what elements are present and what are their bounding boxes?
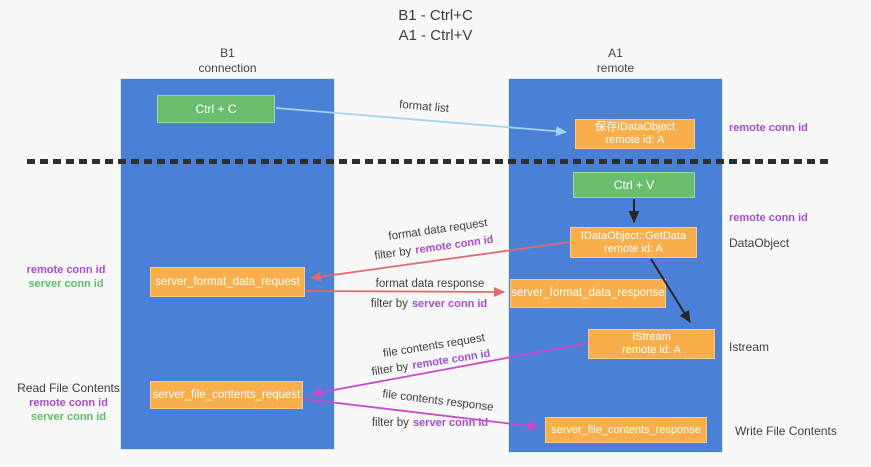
filter-by-text: filter by xyxy=(373,245,413,263)
format-list-label: format list xyxy=(398,98,450,116)
write-file-contents-label: Write File Contents xyxy=(735,424,837,438)
left-server-conn-id-bottom: server conn id xyxy=(30,411,107,423)
server-conn-id-key: server conn id xyxy=(412,417,489,429)
title-line-2: A1 - Ctrl+V xyxy=(398,27,473,44)
server-format-data-response-box: server_format_data_response xyxy=(510,279,666,308)
dataobject-label: DataObject xyxy=(729,236,790,250)
istream-box: IStream remote id: A xyxy=(588,329,715,359)
ctrl-v-label: Ctrl + V xyxy=(613,177,655,192)
lane-b1-subtitle: connection xyxy=(198,61,257,75)
left-conn-ids-mid: remote conn id server conn id xyxy=(18,263,114,291)
title-line-1: B1 - Ctrl+C xyxy=(398,7,473,24)
ctrl-c-label: Ctrl + C xyxy=(195,101,237,116)
lane-header-a1: A1 remote xyxy=(508,46,723,76)
clipboard-object-box: 保存IDataObject remote id: A xyxy=(575,119,695,149)
left-remote-conn-id-bottom: remote conn id xyxy=(29,397,108,409)
read-file-contents-label: Read File Contents xyxy=(17,381,120,395)
server-format-data-request-label: server_format_data_request xyxy=(155,275,300,288)
getdata-line1: IDataObject::GetData xyxy=(580,229,687,242)
lane-a1-title: A1 xyxy=(608,46,623,60)
right-remote-conn-id-mid: remote conn id xyxy=(729,212,808,224)
server-conn-id-key: server conn id xyxy=(411,298,488,310)
lane-header-b1: B1 connection xyxy=(120,46,335,76)
lane-b1-title: B1 xyxy=(220,46,235,60)
filter-by-text: filter by xyxy=(370,298,408,310)
filter-by-text: filter by xyxy=(370,360,410,379)
left-file-contents-group: Read File Contents remote conn id server… xyxy=(16,381,121,424)
arrow-format-data-response xyxy=(305,286,505,297)
server-file-contents-response-box: server_file_contents_response xyxy=(545,417,707,443)
getdata-box: IDataObject::GetData remote id: A xyxy=(570,227,697,258)
getdata-line2: remote id: A xyxy=(604,242,663,255)
lane-a1-subtitle: remote xyxy=(596,61,635,75)
server-file-contents-response-label: server_file_contents_response xyxy=(551,423,701,436)
server-file-contents-request-label: server_file_contents_request xyxy=(152,388,301,401)
right-remote-conn-id-top: remote conn id xyxy=(729,122,808,134)
ctrl-c-box: Ctrl + C xyxy=(157,95,275,123)
istream-line1: IStream xyxy=(632,331,671,343)
clipboard-object-line2: remote id: A xyxy=(605,134,665,146)
left-remote-conn-id-mid: remote conn id xyxy=(26,264,106,276)
file-contents-response-label: file contents response xyxy=(381,388,495,414)
server-format-data-response-label: server_format_data_response xyxy=(511,287,665,299)
filter-by-text: filter by xyxy=(371,417,409,429)
server-file-contents-request-box: server_file_contents_request xyxy=(150,381,303,409)
left-server-conn-id-mid: server conn id xyxy=(28,278,104,290)
diagram-title: B1 - Ctrl+C A1 - Ctrl+V xyxy=(0,6,871,46)
istream-side-label: Istream xyxy=(729,340,770,354)
clipboard-object-line1: 保存IDataObject xyxy=(594,121,676,133)
clipboard-boundary-dashed-line xyxy=(27,159,833,164)
istream-line2: remote id: A xyxy=(622,344,681,356)
format-data-response-label: format data response xyxy=(375,278,485,290)
server-format-data-request-box: server_format_data_request xyxy=(150,267,305,297)
ctrl-v-box: Ctrl + V xyxy=(573,172,695,198)
